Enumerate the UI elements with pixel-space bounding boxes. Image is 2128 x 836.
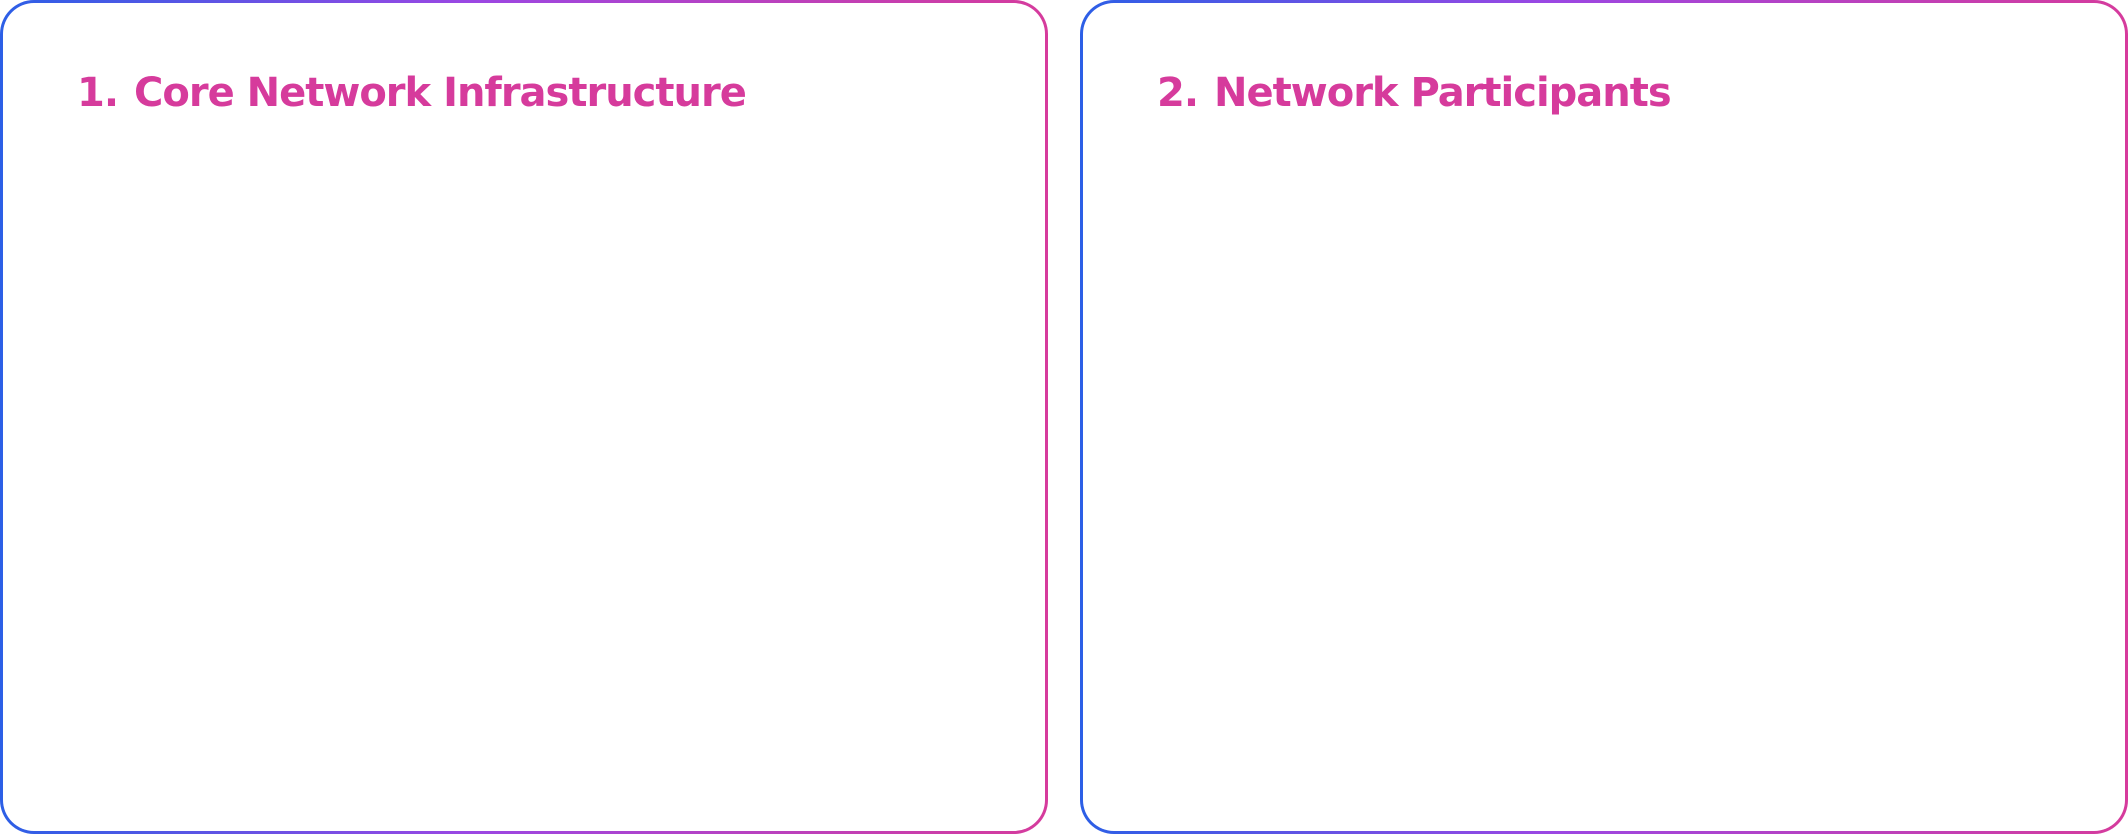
panel-body: 2. Network Participants (1083, 3, 2125, 831)
panel-body: 1. Core Network Infrastructure (3, 3, 1045, 831)
panel-number: 1. (77, 70, 119, 116)
panel-core-network-infrastructure: 1. Core Network Infrastructure (0, 0, 1048, 834)
panel-title-text: Core Network Infrastructure (134, 70, 747, 116)
panel-title: 1. Core Network Infrastructure (77, 67, 747, 119)
panel-number: 2. (1157, 70, 1199, 116)
panel-title: 2. Network Participants (1157, 67, 1672, 119)
panel-title-text: Network Participants (1214, 70, 1672, 116)
panel-network-participants: 2. Network Participants (1080, 0, 2128, 834)
